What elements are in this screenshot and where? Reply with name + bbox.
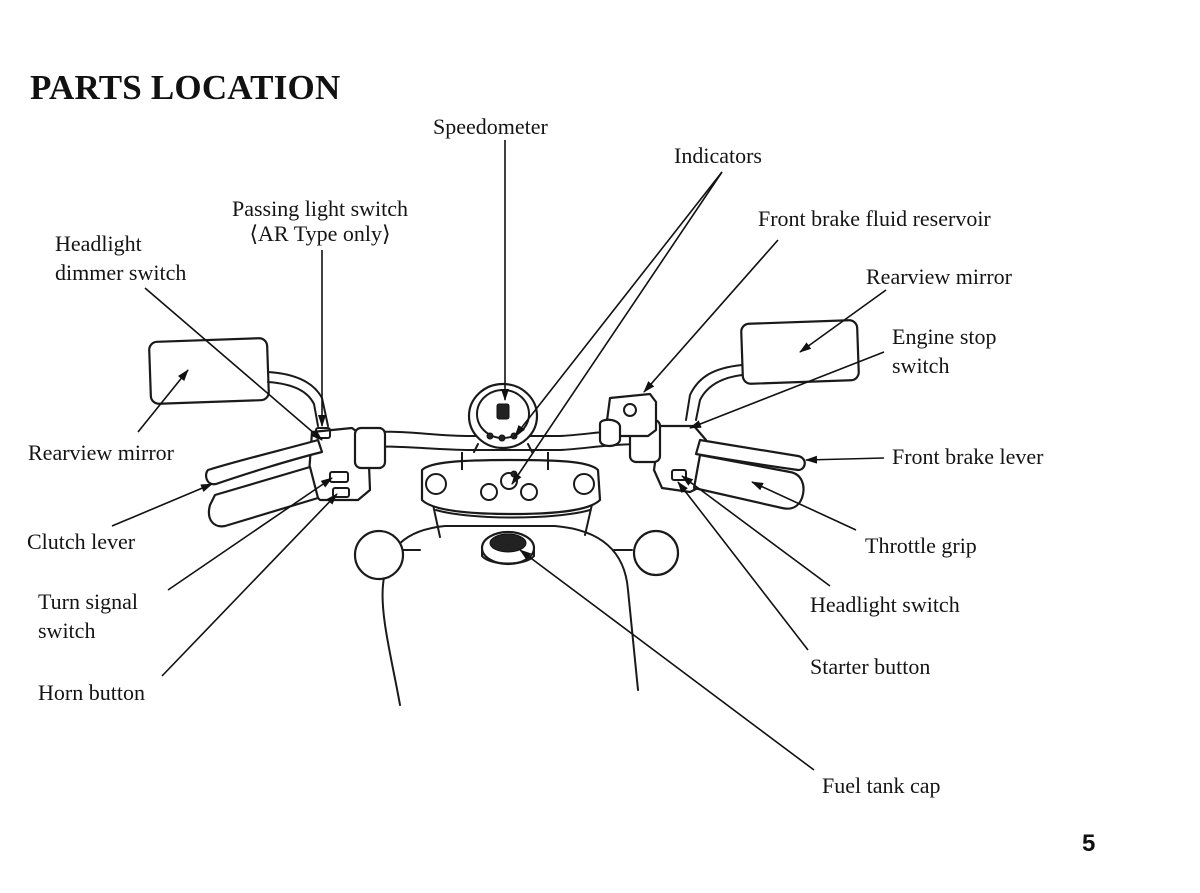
label-turn-signal-switch: Turn signal switch	[38, 587, 138, 645]
label-fuel-tank-cap: Fuel tank cap	[822, 773, 941, 798]
label-headlight-dimmer-line1: Headlight	[55, 231, 142, 256]
page-number: 5	[1082, 830, 1096, 857]
speedometer-gauge	[467, 382, 539, 453]
leader-engine-stop	[689, 351, 885, 429]
right-grip	[692, 438, 806, 510]
leader-throttle-grip	[751, 481, 857, 531]
label-headlight-dimmer-switch: Headlight dimmer switch	[55, 229, 186, 287]
label-throttle-grip: Throttle grip	[865, 533, 977, 558]
brake-reservoir	[598, 392, 658, 448]
leader-indicators-b	[511, 171, 723, 485]
left-grip	[205, 438, 324, 528]
page-title: PARTS LOCATION	[30, 68, 341, 107]
leader-turn-signal	[167, 477, 333, 591]
leader-fuel-cap	[519, 549, 815, 771]
leader-front-brake-lever	[805, 455, 885, 464]
label-speedometer: Speedometer	[433, 114, 548, 139]
label-engine-stop-line1: Engine stop	[892, 324, 997, 349]
label-horn-button: Horn button	[38, 680, 145, 705]
label-turn-signal-line2: switch	[38, 618, 96, 643]
label-headlight-dimmer-line2: dimmer switch	[55, 260, 187, 285]
label-rearview-mirror-right: Rearview mirror	[866, 264, 1012, 289]
leader-mirror-left	[137, 369, 189, 433]
leader-headlight-dimmer	[144, 287, 323, 441]
fuel-cap	[480, 530, 536, 566]
leader-horn-button	[161, 493, 338, 677]
label-front-brake-lever: Front brake lever	[892, 444, 1044, 469]
right-mirror	[685, 319, 860, 421]
label-rearview-mirror-left: Rearview mirror	[28, 440, 174, 465]
fuel-tank	[353, 525, 680, 706]
label-engine-stop-line2: switch	[892, 353, 950, 378]
label-indicators: Indicators	[674, 143, 762, 168]
leader-starter-button	[677, 481, 809, 651]
label-passing-light-switch-line2: ⟨AR Type only⟩	[249, 221, 391, 246]
leader-brake-reservoir	[643, 239, 779, 393]
label-front-brake-fluid-reservoir: Front brake fluid reservoir	[758, 206, 991, 231]
leader-indicators-a	[514, 171, 723, 437]
label-passing-light-switch: Passing light switch ⟨AR Type only⟩	[232, 196, 408, 246]
leader-headlight-switch	[681, 475, 831, 587]
leader-lines	[111, 140, 887, 771]
label-headlight-switch: Headlight switch	[810, 592, 960, 617]
leader-mirror-right	[799, 289, 887, 353]
label-starter-button: Starter button	[810, 654, 931, 679]
top-bridge	[420, 452, 602, 516]
leader-clutch-lever	[111, 483, 213, 527]
label-clutch-lever: Clutch lever	[27, 529, 136, 554]
label-engine-stop-switch: Engine stop switch	[892, 322, 997, 380]
label-passing-light-switch-line1: Passing light switch	[232, 196, 409, 221]
label-turn-signal-line1: Turn signal	[38, 589, 139, 614]
left-mirror	[148, 337, 329, 427]
